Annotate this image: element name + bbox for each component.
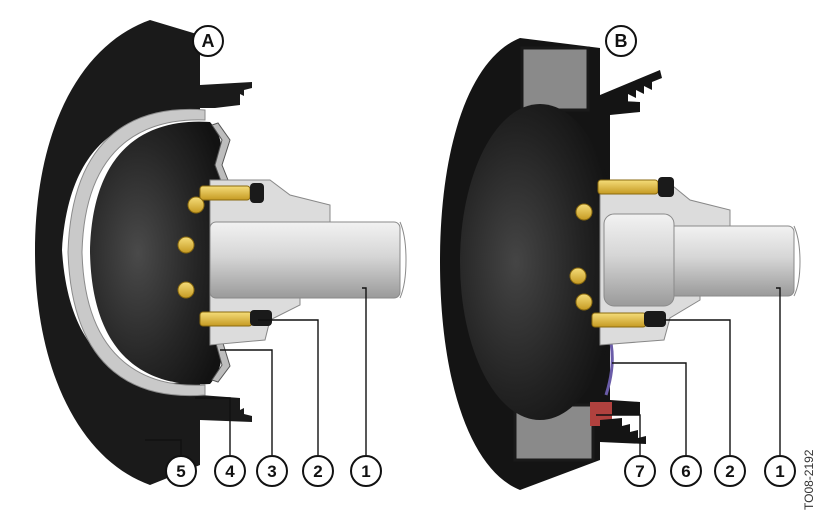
callout-b-2: 2: [714, 455, 746, 487]
bolt-bottom-b: [591, 311, 666, 328]
outer-housing-a: [35, 20, 240, 485]
panel-label-a: A: [192, 25, 224, 57]
top-fins-b: [600, 70, 662, 104]
shaft-a: [209, 221, 401, 299]
callout-b-2-text: 2: [725, 462, 734, 481]
panel-label-b: B: [605, 25, 637, 57]
callout-a-2-text: 2: [313, 462, 322, 481]
shaft-end-b: [793, 225, 801, 297]
top-fins-a: [200, 82, 252, 104]
leader-b-7: [596, 414, 641, 455]
callout-b-6: 6: [670, 455, 702, 487]
callout-a-1-text: 1: [361, 462, 370, 481]
bottom-fins-a: [200, 398, 252, 422]
bolt-bottom-a: [199, 310, 272, 327]
leader-lines: [145, 287, 781, 455]
shaft-end-a: [399, 221, 407, 299]
panel-a-illustration: [35, 20, 407, 485]
callout-b-6-text: 6: [681, 462, 690, 481]
callout-b-1: 1: [764, 455, 796, 487]
callout-a-3: 3: [256, 455, 288, 487]
panel-label-a-text: A: [202, 31, 215, 51]
bottom-fins-b: [600, 418, 646, 444]
leader-a-3: [220, 349, 273, 455]
bolt-top-b: [575, 177, 674, 221]
callout-b-7-text: 7: [635, 462, 644, 481]
leader-b-2: [664, 319, 731, 455]
leader-b-1: [776, 287, 781, 455]
leader-b-6: [612, 362, 687, 455]
callout-a-4: 4: [214, 455, 246, 487]
insert-top-b: [520, 46, 590, 112]
bolt-top-a: [187, 183, 264, 214]
callout-a-1: 1: [350, 455, 382, 487]
bolt-mid1-a: [177, 236, 195, 254]
leader-a-2: [258, 319, 319, 455]
bellows-a: [90, 121, 227, 385]
figure-code: TO08-2192: [802, 449, 816, 510]
callout-a-5-text: 5: [176, 462, 185, 481]
callouts-a: 5 4 3 2 1: [165, 455, 382, 487]
bolt-mid2-a: [177, 281, 195, 299]
callout-b-7: 7: [624, 455, 656, 487]
callouts-b: 7 6 2 1: [624, 455, 796, 487]
leader-a-5: [145, 439, 182, 455]
callout-a-3-text: 3: [267, 462, 276, 481]
liner-a: [67, 108, 206, 397]
callout-a-4-text: 4: [225, 462, 235, 481]
leader-a-4: [195, 397, 231, 455]
bolt-mid-b: [569, 267, 593, 311]
panel-b-illustration: [440, 38, 801, 490]
callout-a-2: 2: [302, 455, 334, 487]
panel-label-b-text: B: [615, 31, 628, 51]
bellows-b: [460, 104, 620, 420]
leader-a-1: [362, 287, 367, 455]
callout-a-5: 5: [165, 455, 197, 487]
callout-b-1-text: 1: [775, 462, 784, 481]
shaft-collar-b: [603, 213, 675, 307]
